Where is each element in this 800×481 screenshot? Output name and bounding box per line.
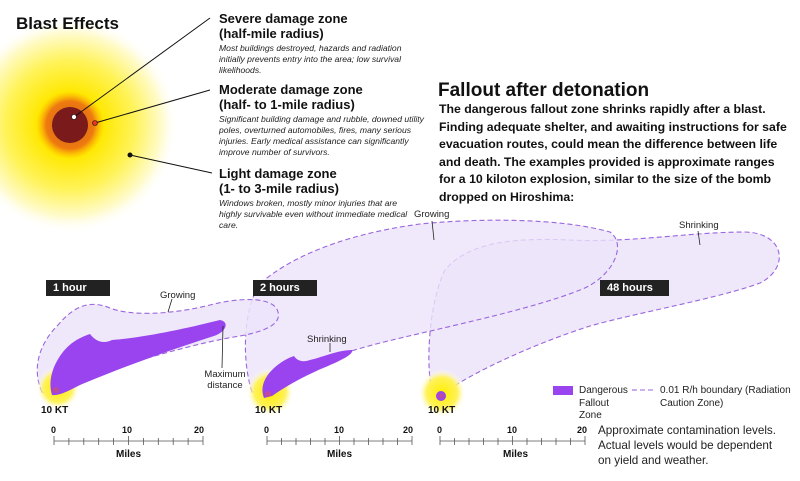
boundary-2h [244,219,619,393]
scale2-tick-0: 0 [264,425,270,435]
severe-zone-desc: Most buildings destroyed, hazards and ra… [219,43,402,75]
scale2-tick-10: 10 [334,425,345,435]
scale1-tick-10: 10 [122,425,133,435]
light-zone-desc: Windows broken, mostly minor injuries th… [219,198,408,230]
light-leader [129,154,213,174]
scale3-tick-0: 0 [437,425,443,435]
severe-zone-block: Severe damage zone (half-mile radius) Mo… [219,11,449,76]
kt-label-2h: 10 KT [255,405,283,416]
light-zone-radius: (1- to 3-mile radius) [219,181,339,196]
fallout-title: Fallout after detonation [438,80,650,101]
scale1-tick-20: 20 [194,425,205,435]
scale1-tick-0: 0 [51,425,57,435]
legend-dangerous-swatch [553,386,573,395]
severe-zone-title: Severe damage zone [219,11,348,26]
note-growing-2h: Growing [414,209,450,220]
severe-leader [73,17,211,118]
moderate-zone-block: Moderate damage zone (half- to 1-mile ra… [219,82,449,158]
scale2-unit: Miles [327,449,353,460]
tag-2-hours: 2 hours [253,280,317,296]
moderate-zone-radius: (half- to 1-mile radius) [219,97,355,112]
severe-zone-radius: (half-mile radius) [219,26,324,41]
scale2-tick-20: 20 [403,425,414,435]
legend-dangerous-label: Dangerous Fallout Zone [579,385,628,421]
legend-boundary-label: 0.01 R/h boundary (Radiation Caution Zon… [660,385,791,409]
light-zone-title: Light damage zone [219,166,337,181]
note-shrinking-48h: Shrinking [679,220,719,231]
scale1-unit: Miles [116,449,142,460]
note-growing-1h: Growing [160,290,196,301]
fallout-paragraph: The dangerous fallout zone shrinks rapid… [439,102,787,204]
contamination-note: Approximate contamination levels. Actual… [598,424,777,467]
severe-damage-zone [52,107,88,143]
light-zone-block: Light damage zone (1- to 3-mile radius) … [219,166,449,231]
danger-zone-2h [262,350,353,398]
danger-zone-1h [50,320,226,396]
kt-label-1h: 10 KT [41,405,69,416]
tag-48-hours: 48 hours [600,280,669,296]
scale3-unit: Miles [503,449,529,460]
scale3-tick-10: 10 [507,425,518,435]
note-maximum-distance: Maximum distance [204,369,246,391]
scale3-tick-20: 20 [577,425,588,435]
note-shrinking-2h: Shrinking [307,334,347,345]
tag-1-hour: 1 hour [46,280,110,296]
blast-title: Blast Effects [16,14,119,33]
moderate-zone-desc: Significant building damage and rubble, … [219,114,424,157]
kt-label-48h: 10 KT [428,405,456,416]
moderate-leader [94,89,211,124]
moderate-zone-title: Moderate damage zone [219,82,363,97]
